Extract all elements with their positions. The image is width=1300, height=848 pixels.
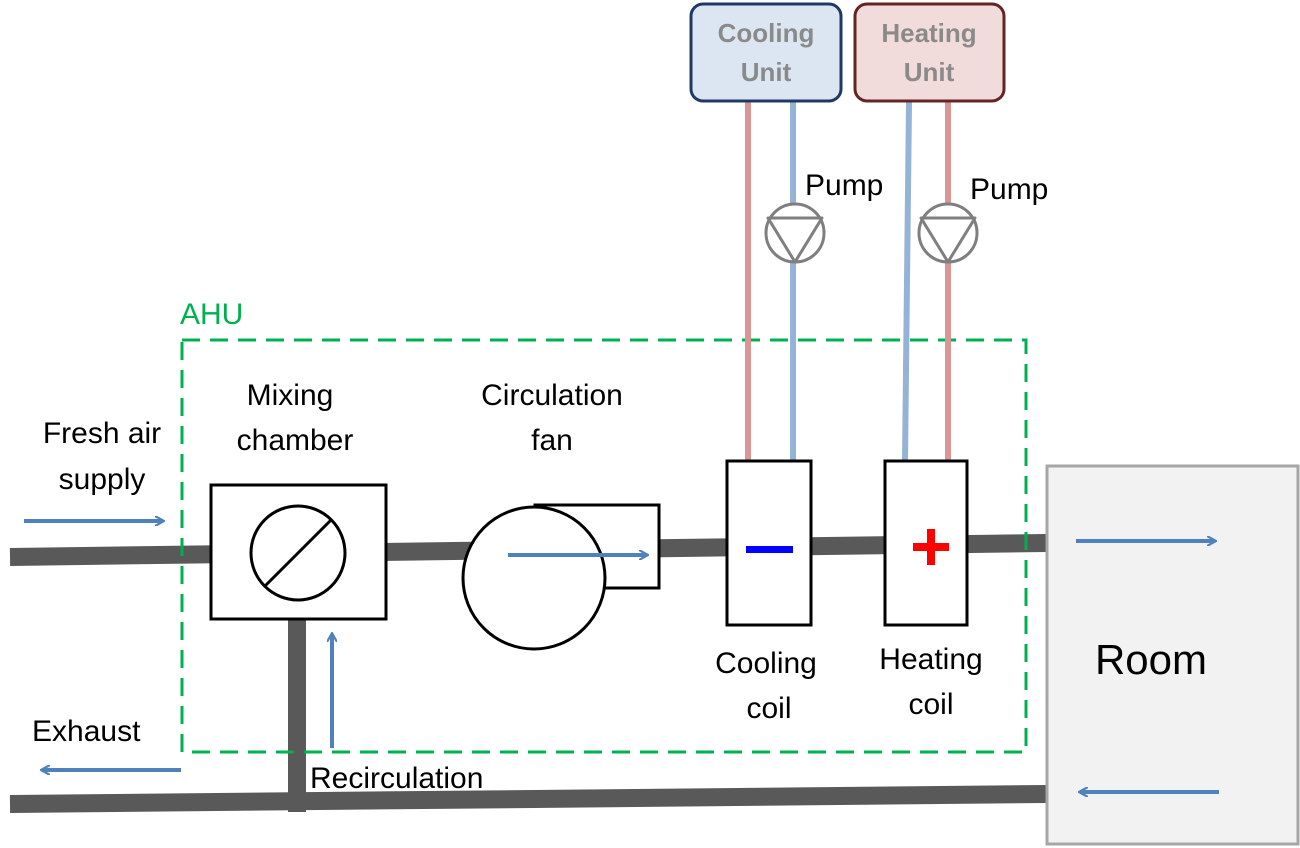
exhaust-label: Exhaust bbox=[32, 715, 141, 748]
fresh-air-label-line1: Fresh air bbox=[43, 417, 161, 450]
mixing-chamber-label-line2: chamber bbox=[237, 424, 354, 457]
heating-coil-label-line1: Heating bbox=[879, 643, 982, 676]
plus-icon bbox=[913, 529, 949, 565]
ahu-boundary bbox=[180, 338, 1028, 754]
cooling-coil bbox=[725, 459, 813, 627]
heating-unit bbox=[853, 2, 1006, 103]
circulation-fan-icon bbox=[461, 503, 661, 651]
heating-unit-label-line1: Heating bbox=[881, 18, 976, 48]
mixing-chamber bbox=[209, 483, 388, 621]
mixing-chamber-label-line1: Mixing bbox=[247, 379, 334, 412]
cooling-pump-icon bbox=[764, 202, 826, 264]
cooling-unit bbox=[689, 2, 843, 103]
heating-pump-icon bbox=[917, 202, 979, 264]
cooling-pump-label: Pump bbox=[805, 169, 883, 202]
recirculation-label: Recirculation bbox=[310, 762, 483, 795]
fresh-air-label-line2: supply bbox=[59, 463, 146, 496]
heating-cold-pipe bbox=[902, 101, 912, 462]
room bbox=[1045, 464, 1300, 846]
heating-coil-label-line2: coil bbox=[908, 688, 953, 721]
minus-icon bbox=[746, 546, 793, 553]
room-label: Room bbox=[1095, 636, 1207, 683]
heating-unit-label-line2: Unit bbox=[904, 57, 955, 87]
heating-pump-label: Pump bbox=[970, 173, 1048, 206]
return-duct bbox=[9, 785, 1048, 813]
ahu-label: AHU bbox=[180, 298, 243, 331]
cooling-coil-label-line1: Cooling bbox=[715, 647, 817, 680]
damper-icon bbox=[249, 504, 347, 602]
circulation-fan-label-line2: fan bbox=[531, 424, 573, 457]
cooling-coil-label-line2: coil bbox=[746, 692, 791, 725]
cooling-unit-label-line2: Unit bbox=[741, 57, 792, 87]
circulation-fan-label-line1: Circulation bbox=[481, 379, 623, 412]
cooling-unit-label-line1: Cooling bbox=[718, 18, 815, 48]
